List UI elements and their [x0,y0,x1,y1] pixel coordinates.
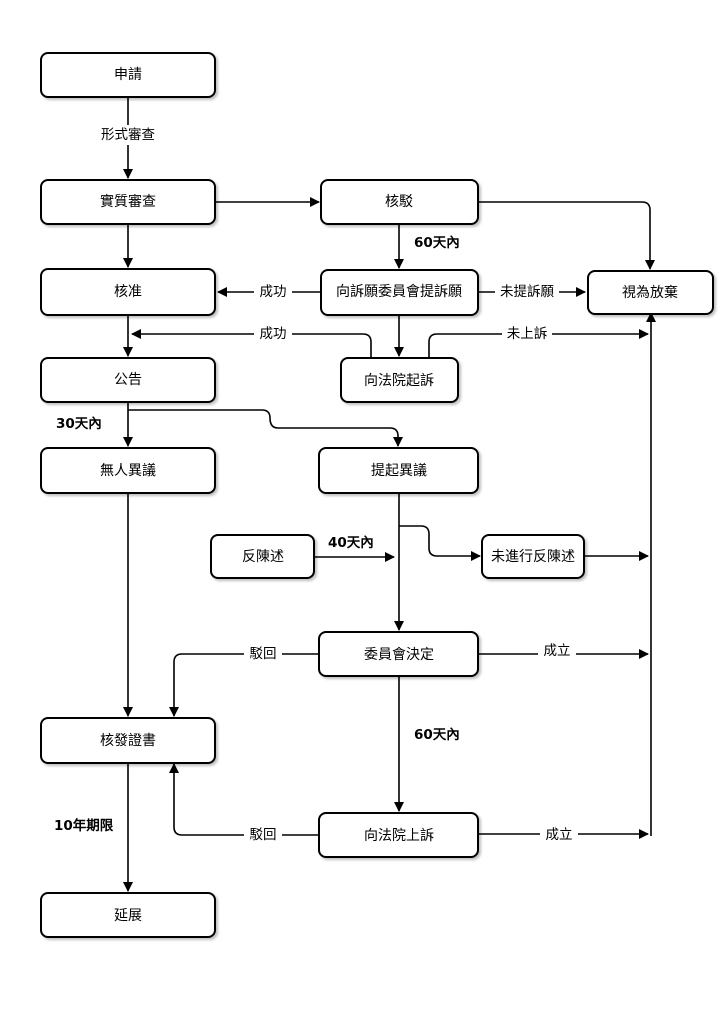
label-within-60-days-b: 60天內 [414,727,460,743]
edge-committee-dismissed [169,653,318,717]
node-appeal-court[interactable]: 向法院上訴 [318,812,479,858]
node-renewal[interactable]: 延展 [40,892,216,938]
label-ten-year-limit: 10年期限 [54,817,114,834]
node-deemed-abandoned[interactable]: 視為放棄 [587,270,714,315]
node-approve[interactable]: 核准 [40,268,216,316]
node-file-opposition-label: 提起異議 [371,462,427,479]
label-within-60-days-a: 60天內 [414,235,460,251]
edge-labels: 形式審查 60天內 成功 未提訴願 成功 未上訴 30天內 40天內 駁回 成立… [54,125,578,845]
node-approve-label: 核准 [114,284,142,300]
node-counter-statement-label: 反陳述 [242,549,284,565]
label-within-30-days: 30天內 [56,416,102,432]
node-renewal-label: 延展 [114,908,142,924]
node-administrative-suit[interactable]: 向法院起訴 [340,357,459,403]
node-rejection-label: 核駁 [385,194,413,210]
node-file-opposition[interactable]: 提起異議 [318,447,479,494]
node-administrative-suit-label: 向法院起訴 [364,373,434,389]
node-no-opposition-label: 無人異議 [100,462,156,479]
node-no-counter-statement-label: 未進行反陳述 [491,549,575,565]
label-no-petition: 未提訴願 [500,284,554,300]
node-rejection[interactable]: 核駁 [320,179,479,225]
node-deemed-abandoned-label: 視為放棄 [622,285,678,301]
node-counter-statement[interactable]: 反陳述 [210,534,315,579]
label-dismissed-a: 駁回 [250,646,277,662]
label-no-appeal: 未上訴 [507,326,548,342]
node-substantive-exam-label: 實質審查 [100,193,156,210]
label-success-b: 成功 [260,326,287,342]
nodes: 申請 實質審查 核駁 核准 向訴願委員會提訴願 視為放棄 向法院起訴 公告 [40,52,714,938]
node-substantive-exam[interactable]: 實質審查 [40,179,216,225]
node-publication-label: 公告 [114,372,142,388]
node-apply-label: 申請 [114,67,142,83]
label-success-a: 成功 [260,284,287,300]
label-dismissed-b: 駁回 [250,827,277,843]
label-formal-exam: 形式審查 [101,127,155,143]
edge-suit-success [131,329,372,357]
node-committee-decision-label: 委員會決定 [364,647,434,663]
node-no-counter-statement[interactable]: 未進行反陳述 [481,534,585,579]
edge-opposition-to-no-counter [399,525,481,561]
edge-rejection-to-abandoned [478,201,655,270]
node-no-opposition[interactable]: 無人異議 [40,447,216,494]
node-issue-certificate-label: 核發證書 [100,732,156,749]
edge-appeal-dismissed [169,763,318,836]
node-apply[interactable]: 申請 [40,52,216,98]
node-publication[interactable]: 公告 [40,357,216,403]
node-petition-label: 向訴願委員會提訴願 [336,284,462,300]
node-committee-decision[interactable]: 委員會決定 [318,631,479,677]
edge-suit-no-appeal [428,329,649,357]
label-within-40-days: 40天內 [328,535,374,551]
label-established-b: 成立 [546,827,573,843]
label-established-a: 成立 [544,643,571,659]
edges [123,97,656,892]
node-issue-certificate[interactable]: 核發證書 [40,717,216,764]
node-petition[interactable]: 向訴願委員會提訴願 [320,269,479,316]
edge-publication-to-opposition [128,409,403,447]
node-appeal-court-label: 向法院上訴 [364,828,434,844]
